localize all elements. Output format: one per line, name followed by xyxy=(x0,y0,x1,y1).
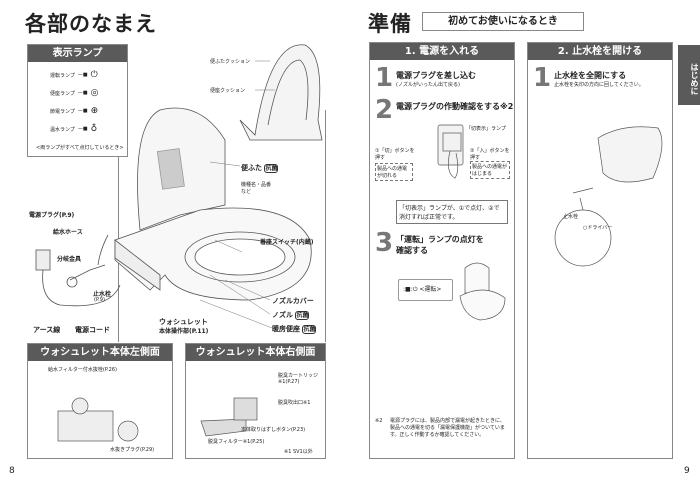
lamp-label: 温水ランプ xyxy=(50,126,75,133)
label-power-cord: 電源コード xyxy=(75,326,110,334)
step-title: 電源プラグを差し込む xyxy=(396,71,476,80)
lamp-label: 便座ランプ xyxy=(50,90,75,97)
step-number: 2 xyxy=(375,95,394,125)
step-title: 電源プラグの作動確認をする※2 xyxy=(396,102,514,111)
page-title-right: 準備 xyxy=(368,12,412,36)
label-washlet: ウォシュレット xyxy=(159,318,208,326)
label-branch: 分岐金具 xyxy=(57,256,82,263)
label-nozzle: ノズル 抗菌 xyxy=(272,310,310,320)
label-cartridge: 脱臭カートリッジ※1(P.27) xyxy=(278,373,319,385)
label-outlet: 脱臭吹出口※1 xyxy=(278,400,311,406)
label-text: 暖房便座 xyxy=(272,325,300,333)
right-side-title: ウォシュレット本体右側面 xyxy=(186,344,325,361)
label-seat-switch: 着座スイッチ(内蔵) xyxy=(260,239,314,246)
section-subtitle: 初めてお使いになるとき xyxy=(422,12,584,31)
left-side-illustration xyxy=(57,397,139,442)
antibacterial-badge: 抗菌 xyxy=(302,325,317,334)
footnote: ※1 SV1以外 xyxy=(284,449,313,455)
lamp-box: 表示ランプ 運転ランプ—■⏻ 便座ランプ—■◎ 節電ランプ—■⊕ 温水ランプ—■… xyxy=(27,44,128,157)
footnote: 電源プラグには、製品内部で漏電が起きたときに、製品への通電を切る「漏電保護機能」… xyxy=(390,418,505,438)
step-number: 3 xyxy=(375,228,394,258)
lamp-row: 節電ランプ—■⊕ xyxy=(50,106,99,116)
diagram-frame xyxy=(118,110,326,342)
label-model-name: 機種名・品番など xyxy=(241,182,272,195)
section-power: 1. 電源を入れる 1 電源プラグを差し込む (ノズルがいったん出て戻る) 2 … xyxy=(369,42,515,459)
label-lamp: 「切表示」ランプ xyxy=(466,126,506,132)
label-supply-hose: 給水ホース xyxy=(53,229,83,236)
left-side-title: ウォシュレット本体左側面 xyxy=(28,344,172,361)
page-number-left: 8 xyxy=(9,466,15,476)
label-text: 便ふた xyxy=(241,164,262,172)
left-side-box: ウォシュレット本体左側面 給水フィルター付水抜栓(P.26) 水抜きプラグ(P.… xyxy=(27,343,173,459)
check-note: 「切表示」ランプが、①で点灯、②で消灯すれば正常です。 xyxy=(396,200,508,224)
label-control-panel: 本体操作部(P.11) xyxy=(159,328,209,335)
label-driver: ○ドライバー xyxy=(583,225,613,231)
label-stop-valve: 止水栓 xyxy=(563,214,579,220)
step-title: 止水栓を全開にする xyxy=(554,71,627,80)
label-on-button: ②「入」ボタンを押す xyxy=(470,148,510,161)
step-sub: 止水栓を矢印の方向に回してください。 xyxy=(554,82,644,88)
label-power-plug: 電源プラグ(P.9) xyxy=(29,212,75,219)
step-number: 1 xyxy=(533,63,552,93)
label-filter: 脱臭フィルター※1(P.25) xyxy=(208,439,265,445)
power-plug-illustration xyxy=(437,124,464,179)
label-heated-seat: 暖房便座 抗菌 xyxy=(272,324,317,334)
label-stop-valve: 止水栓 xyxy=(93,291,112,298)
footnote-mark: ※2 xyxy=(375,418,383,424)
lamp-row: 温水ランプ—■♁ xyxy=(50,124,98,134)
page-number-right: 9 xyxy=(684,466,690,476)
label-lid: 便ふた 抗菌 xyxy=(241,163,279,173)
power-icon: ⏻ xyxy=(90,70,98,80)
lamp-box-title: 表示ランプ xyxy=(28,45,127,62)
label-release-button: 本体取りはずしボタン(P.23) xyxy=(241,427,306,433)
water-drop-icon: ♁ xyxy=(90,124,98,134)
side-tab-introduction[interactable]: はじめに xyxy=(678,45,700,105)
lamp-indicator: :■:⏻ <運転> xyxy=(398,279,453,301)
stop-valve-illustration xyxy=(554,126,663,267)
eco-icon: ⊕ xyxy=(90,106,99,116)
seat-icon: ◎ xyxy=(90,88,99,98)
section-water-valve-title: 2. 止水栓を開ける xyxy=(528,43,672,60)
antibacterial-badge: 抗菌 xyxy=(295,311,310,320)
lamp-label: <運転> xyxy=(419,286,442,293)
step-sub: (ノズルがいったん出て戻る) xyxy=(396,82,460,88)
power-icon: :■:⏻ xyxy=(403,286,420,293)
label-off-button: ①「切」ボタンを押す xyxy=(375,148,415,161)
section-power-title: 1. 電源を入れる xyxy=(370,43,514,60)
label-off-result: 製品への通電が切れる xyxy=(375,163,413,181)
section-water-valve: 2. 止水栓を開ける 1 止水栓を全開にする 止水栓を矢印の方向に回してください… xyxy=(527,42,673,459)
label-filter-valve: 給水フィルター付水抜栓(P.26) xyxy=(48,367,117,373)
label-text: ノズル xyxy=(272,311,293,319)
lamp-label: 節電ランプ xyxy=(50,108,75,115)
label-drain-plug: 水抜きプラグ(P.29) xyxy=(110,447,155,453)
lamp-label: 運転ランプ xyxy=(50,72,75,79)
right-side-illustration xyxy=(200,397,258,437)
label-earth: アース線 xyxy=(33,326,61,334)
antibacterial-badge: 抗菌 xyxy=(264,164,279,173)
toilet-illustration xyxy=(459,262,506,321)
label-on-result: 製品への通電がはじまる xyxy=(470,161,510,179)
label-seat-cushion: 便座クッション xyxy=(210,88,246,94)
label-lid-cushion: 便ふたクッション xyxy=(210,59,251,65)
label-nozzle-cover: ノズルカバー xyxy=(272,297,314,305)
lamp-row: 運転ランプ—■⏻ xyxy=(50,70,98,80)
step-title: 「運転」ランプの点灯を確認する xyxy=(396,235,484,255)
label-stop-valve-page: (P.9) xyxy=(94,297,105,303)
right-side-box: ウォシュレット本体右側面 脱臭カートリッジ※1(P.27) 脱臭吹出口※1 本体… xyxy=(185,343,326,459)
step-number: 1 xyxy=(375,63,394,93)
page-title-left: 各部のなまえ xyxy=(25,12,157,36)
lamp-note: <両ランプがすべて点灯しているとき> xyxy=(36,145,124,151)
lamp-row: 便座ランプ—■◎ xyxy=(50,88,99,98)
